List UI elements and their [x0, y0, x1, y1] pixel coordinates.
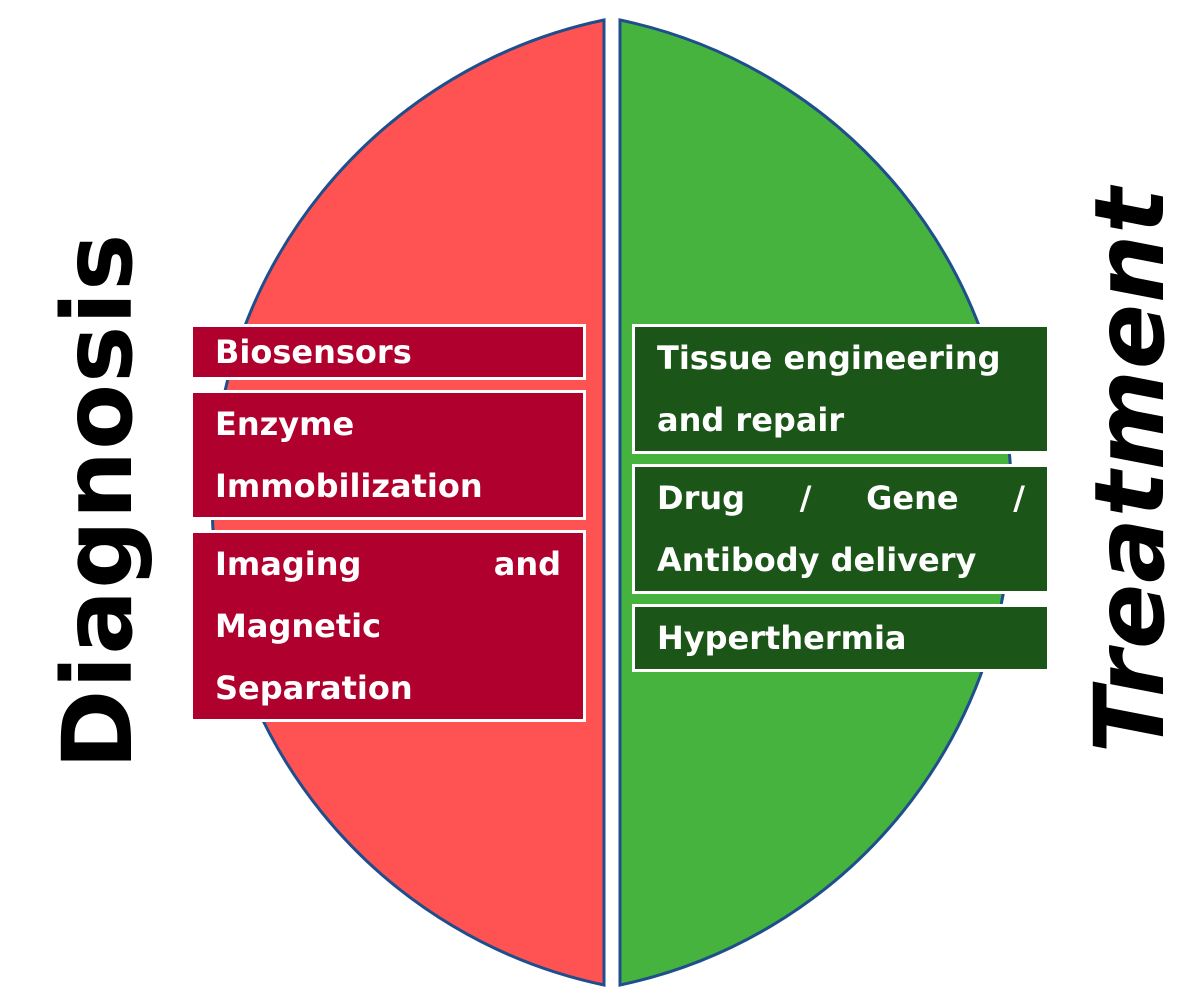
box-line: and repair: [657, 401, 845, 439]
box-line: Immobilization: [215, 467, 483, 505]
treatment-items: Tissue engineering and repair Drug / Gen…: [632, 324, 1050, 672]
box-line: Separation: [215, 669, 413, 707]
biosensors-box: Biosensors: [190, 324, 586, 380]
box-line: Antibody delivery: [657, 541, 977, 579]
box-line: Magnetic: [215, 607, 382, 645]
diagnosis-items: Biosensors Enzyme Immobilization Imaging…: [190, 324, 586, 722]
box-word: Imaging: [215, 545, 362, 583]
diagnosis-label: Diagnosis: [42, 232, 154, 770]
box-line: Biosensors: [215, 333, 412, 371]
box-line: Drug / Gene /: [657, 467, 1025, 529]
enzyme-immobilization-box: Enzyme Immobilization: [190, 390, 586, 520]
box-line: Enzyme: [215, 405, 355, 443]
box-word: /: [799, 479, 812, 517]
box-word: Drug: [657, 479, 746, 517]
imaging-magnetic-separation-box: Imaging and Magnetic Separation: [190, 530, 586, 722]
box-line: Hyperthermia: [657, 619, 907, 657]
box-line: Tissue engineering: [657, 339, 1001, 377]
box-word: and: [493, 545, 561, 583]
treatment-label: Treatment: [1074, 186, 1186, 754]
hyperthermia-box: Hyperthermia: [632, 604, 1050, 672]
box-word: /: [1013, 479, 1025, 517]
box-line: Imaging and: [215, 533, 561, 595]
tissue-engineering-box: Tissue engineering and repair: [632, 324, 1050, 454]
box-word: Gene: [866, 479, 959, 517]
drug-gene-antibody-box: Drug / Gene / Antibody delivery: [632, 464, 1050, 594]
